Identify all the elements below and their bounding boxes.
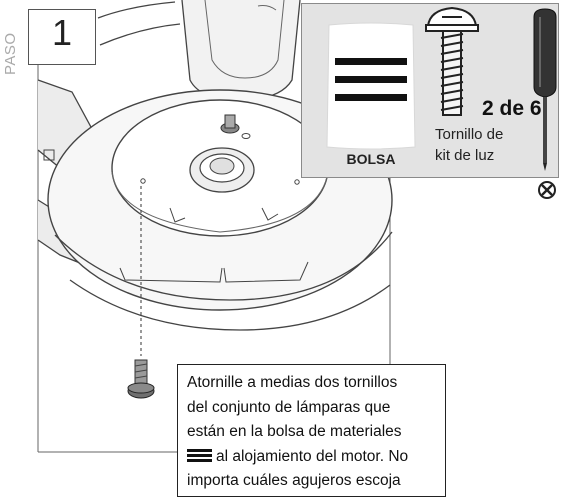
phillips-screwdriver-icon	[538, 181, 556, 199]
part-name: Tornillo de kit de luz	[435, 126, 504, 164]
svg-text:PASO: PASO	[2, 32, 18, 75]
instruction-line: Atornille a medias dos tornillos	[187, 374, 398, 391]
instruction-line: del conjunto de lámparas que	[187, 398, 391, 416]
instruction-callout: Atornille a medias dos tornillos del con…	[177, 364, 446, 497]
screw-part-icon	[425, 6, 479, 116]
instruction-line: importa cuáles agujeros escoja	[187, 472, 401, 489]
step-side-label: PASO	[2, 32, 18, 75]
screwdriver-icon	[533, 8, 557, 171]
bag-symbol-icon	[187, 448, 212, 462]
instruction-line: al alojamiento del motor. No	[216, 447, 409, 465]
step-number: 1	[51, 12, 73, 53]
instruction-line: están en la bolsa de materiales	[187, 423, 402, 440]
loose-screw-icon	[127, 359, 155, 399]
bag-label: BOLSA	[346, 151, 396, 167]
step-number-box: 1	[28, 9, 96, 65]
instruction-line-with-bag: al alojamiento del motor. No	[187, 445, 439, 470]
part-quantity: 2 de 6	[482, 97, 542, 120]
hardware-bag-icon	[326, 22, 416, 150]
